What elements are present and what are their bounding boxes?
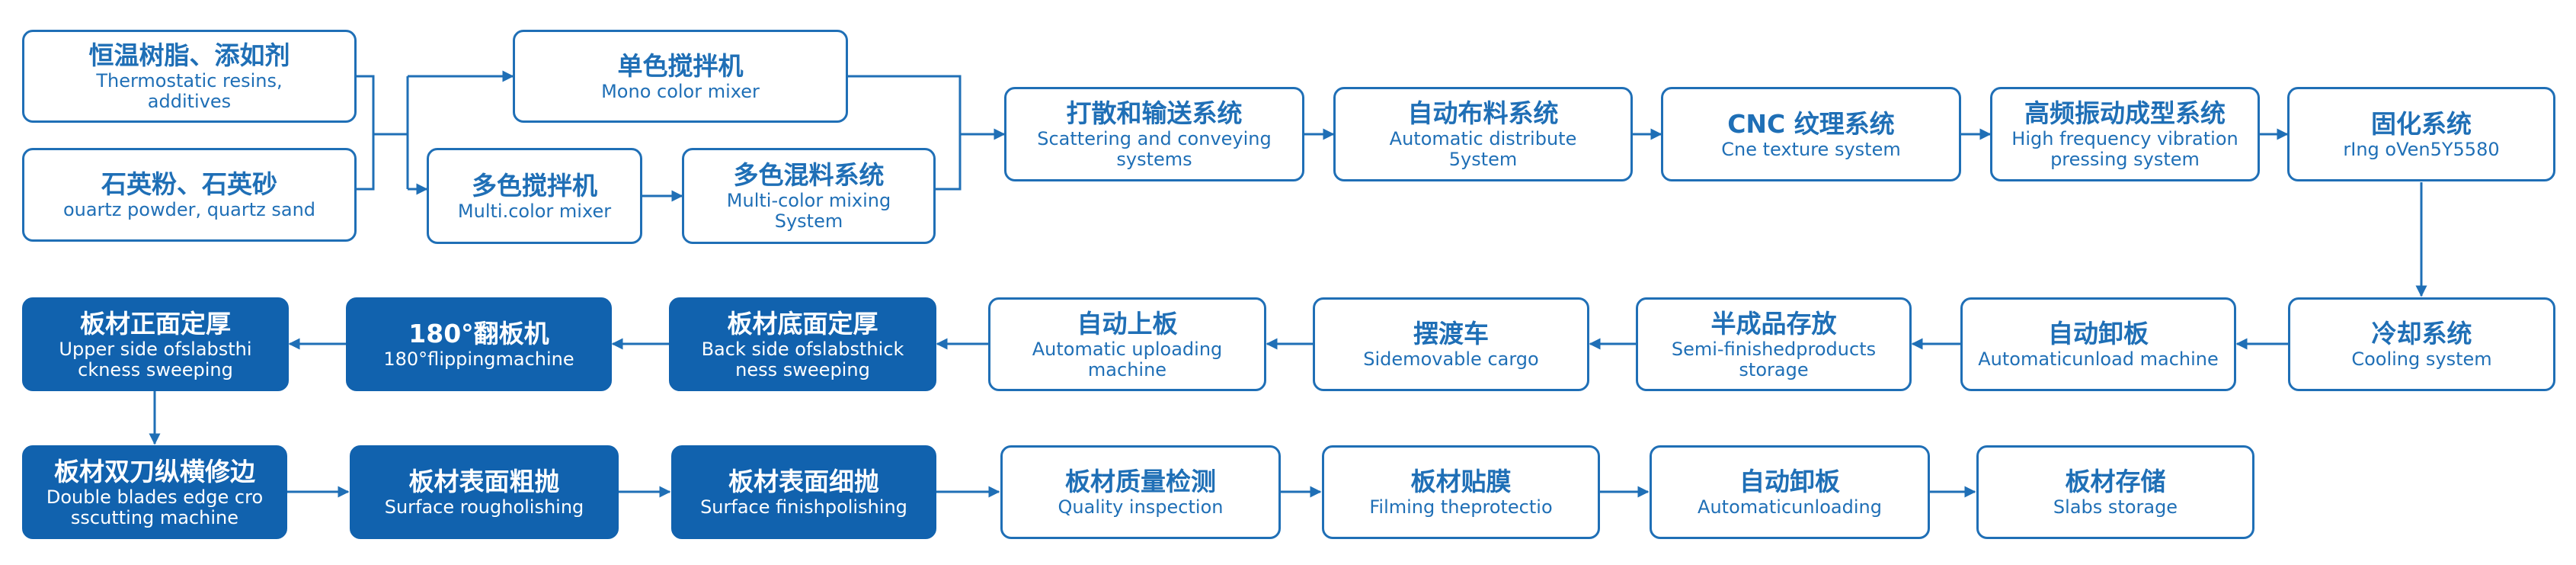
node-label-en: Slabs storage: [2053, 496, 2178, 518]
node-vibration-pressing: 高频振动成型系统 High frequency vibration pressi…: [1990, 87, 2260, 181]
node-label-zh: 板材底面定厚: [727, 308, 878, 339]
node-label-zh: 恒温树脂、添如剂: [88, 40, 290, 70]
node-label-zh: 板材正面定厚: [80, 308, 231, 339]
node-label-en: Sidemovable cargo: [1363, 348, 1539, 370]
node-fine-polishing: 板材表面细抛 Surface finishpolishing: [671, 445, 936, 539]
node-rough-polishing: 板材表面粗抛 Surface rougholishing: [350, 445, 619, 539]
node-label-en: Mono color mixer: [601, 80, 760, 102]
node-semi-finished-storage: 半成品存放 Semi-finishedproducts storage: [1636, 297, 1912, 391]
node-label-zh: 180°翻板机: [408, 319, 549, 348]
node-cooling-system: 冷却系统 Cooling system: [2288, 297, 2555, 391]
node-sidemovable-cargo: 摆渡车 Sidemovable cargo: [1313, 297, 1589, 391]
node-automatic-unload: 自动卸板 Automaticunload machine: [1960, 297, 2236, 391]
node-label-en: Double blades edge cro sscutting machine: [46, 486, 264, 528]
node-label-zh: 摆渡车: [1413, 319, 1489, 348]
node-edge-crosscutting: 板材双刀纵横修边 Double blades edge cro sscuttin…: [22, 445, 287, 539]
node-label-en: Automatic distribute 5ystem: [1389, 128, 1577, 170]
node-label-zh: 冷却系统: [2371, 319, 2472, 348]
node-label-en: Cne texture system: [1721, 138, 1901, 160]
node-label-en: 180°flippingmachine: [383, 348, 574, 370]
node-label-zh: 多色搅拌机: [472, 170, 597, 201]
node-quartz: 石英粉、石英砂 ouartz powder, quartz sand: [22, 148, 357, 242]
connector-mixing-system-out: [936, 134, 962, 191]
connector-inputs-bracket: [357, 75, 375, 191]
connector-mono-mixer-out: [848, 75, 962, 134]
node-automatic-uploading: 自动上板 Automatic uploading machine: [988, 297, 1266, 391]
node-cnc-texture: CNC 纹理系统 Cne texture system: [1661, 87, 1961, 181]
node-upper-side-sweeping: 板材正面定厚 Upper side ofslabsthi ckness swee…: [22, 297, 289, 391]
node-curing-system: 固化系统 rIng oVen5Y5580: [2287, 87, 2555, 181]
node-label-zh: 多色混料系统: [733, 160, 885, 190]
node-label-en: Quality inspection: [1058, 496, 1224, 518]
node-label-en: Cooling system: [2351, 348, 2492, 370]
node-automatic-unloading: 自动卸板 Automaticunloading: [1650, 445, 1930, 539]
node-label-en: Upper side ofslabsthi ckness sweeping: [59, 338, 252, 380]
node-label-en: Back side ofslabsthick ness sweeping: [701, 338, 904, 380]
node-label-zh: 板材质量检测: [1065, 467, 1216, 496]
node-label-zh: 板材表面粗抛: [408, 467, 560, 496]
node-label-en: ouartz powder, quartz sand: [62, 199, 316, 220]
node-multi-mixing-system: 多色混料系统 Multi-color mixing System: [682, 148, 936, 244]
node-label-en: Surface finishpolishing: [700, 496, 907, 518]
node-back-side-sweeping: 板材底面定厚 Back side ofslabsthick ness sweep…: [669, 297, 936, 391]
node-label-en: Automaticunloading: [1698, 496, 1882, 518]
node-label-zh: 自动卸板: [2048, 319, 2149, 348]
node-label-en: Automatic uploading machine: [1032, 338, 1223, 380]
node-label-zh: 固化系统: [2371, 108, 2472, 139]
node-label-en: High frequency vibration pressing system: [2011, 128, 2238, 170]
node-label-en: Multi.color mixer: [457, 200, 612, 222]
node-label-zh: 板材表面细抛: [728, 467, 879, 496]
node-label-zh: 自动上板: [1077, 308, 1178, 339]
node-label-zh: 单色搅拌机: [617, 50, 744, 81]
node-label-en: Thermostatic resins, additives: [96, 70, 283, 112]
node-label-en: Automaticunload machine: [1978, 348, 2219, 370]
node-automatic-distribute: 自动布料系统 Automatic distribute 5ystem: [1333, 87, 1633, 181]
node-quality-inspection: 板材质量检测 Quality inspection: [1000, 445, 1281, 539]
node-label-zh: 石英粉、石英砂: [101, 169, 277, 199]
node-label-zh: 高频振动成型系统: [2024, 98, 2226, 128]
node-label-en: Semi-finishedproducts storage: [1671, 338, 1877, 380]
node-scattering-conveying: 打散和输送系统 Scattering and conveying systems: [1004, 87, 1304, 181]
node-label-zh: 板材存储: [2065, 467, 2166, 496]
node-label-en: Filming theprotectio: [1369, 496, 1553, 518]
node-label-en: rIng oVen5Y5580: [2343, 138, 2500, 160]
node-label-zh: 板材贴膜: [1410, 467, 1512, 496]
node-label-zh: 自动卸板: [1739, 467, 1840, 496]
node-label-en: Multi-color mixing System: [726, 190, 891, 232]
node-label-en: Surface rougholishing: [384, 496, 584, 518]
node-label-zh: 自动布料系统: [1407, 98, 1559, 128]
node-flipping-machine: 180°翻板机 180°flippingmachine: [346, 297, 612, 391]
node-label-zh: 半成品存放: [1710, 308, 1837, 339]
node-label-en: Scattering and conveying systems: [1037, 128, 1272, 170]
node-label-zh: 板材双刀纵横修边: [54, 456, 255, 486]
node-filming-protection: 板材贴膜 Filming theprotectio: [1322, 445, 1600, 539]
node-multi-mixer: 多色搅拌机 Multi.color mixer: [427, 148, 642, 244]
node-resins-additives: 恒温树脂、添如剂 Thermostatic resins, additives: [22, 30, 357, 123]
node-mono-mixer: 单色搅拌机 Mono color mixer: [513, 30, 848, 123]
node-slabs-storage: 板材存储 Slabs storage: [1976, 445, 2254, 539]
node-label-zh: 打散和输送系统: [1066, 98, 1243, 128]
node-label-zh: CNC 纹理系统: [1727, 108, 1895, 139]
